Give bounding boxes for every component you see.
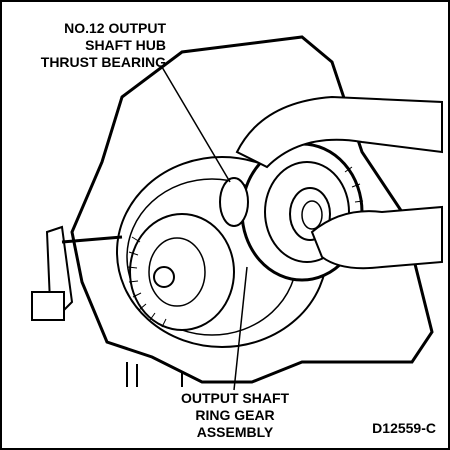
thrust-bearing [219,177,249,227]
thrust-bearing-label: NO.12 OUTPUT SHAFT HUB THRUST BEARING [40,20,166,70]
clutch-drum [129,213,235,331]
leader-bottom [233,266,248,391]
ring-gear-label: OUTPUT SHAFT RING GEAR ASSEMBLY [180,390,290,440]
shift-lever [45,225,74,314]
lower-hand [310,205,443,270]
figure-id: D12559-C [372,420,436,436]
transmission-case [70,35,434,384]
leader-top [161,66,231,183]
upper-hand [235,95,443,169]
